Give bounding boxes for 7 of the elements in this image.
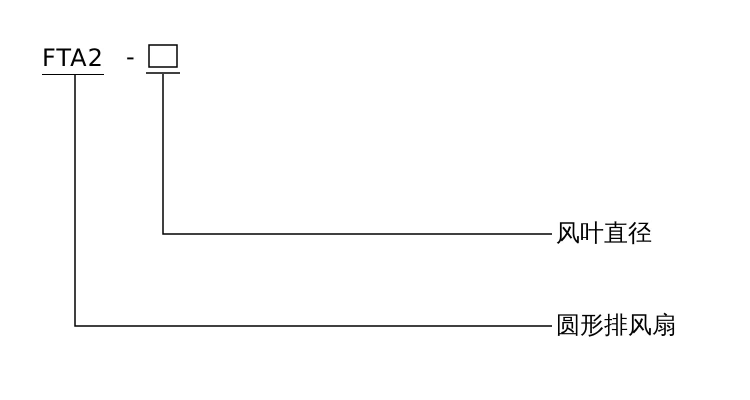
- blank-box: [146, 44, 180, 74]
- leader-line: [162, 74, 552, 235]
- separator-dash: -: [126, 43, 135, 71]
- code-description: 风叶直径: [556, 219, 652, 247]
- leader-line: [74, 74, 552, 327]
- model-code: FTA2: [42, 44, 104, 75]
- code-description: 圆形排风扇: [556, 311, 676, 339]
